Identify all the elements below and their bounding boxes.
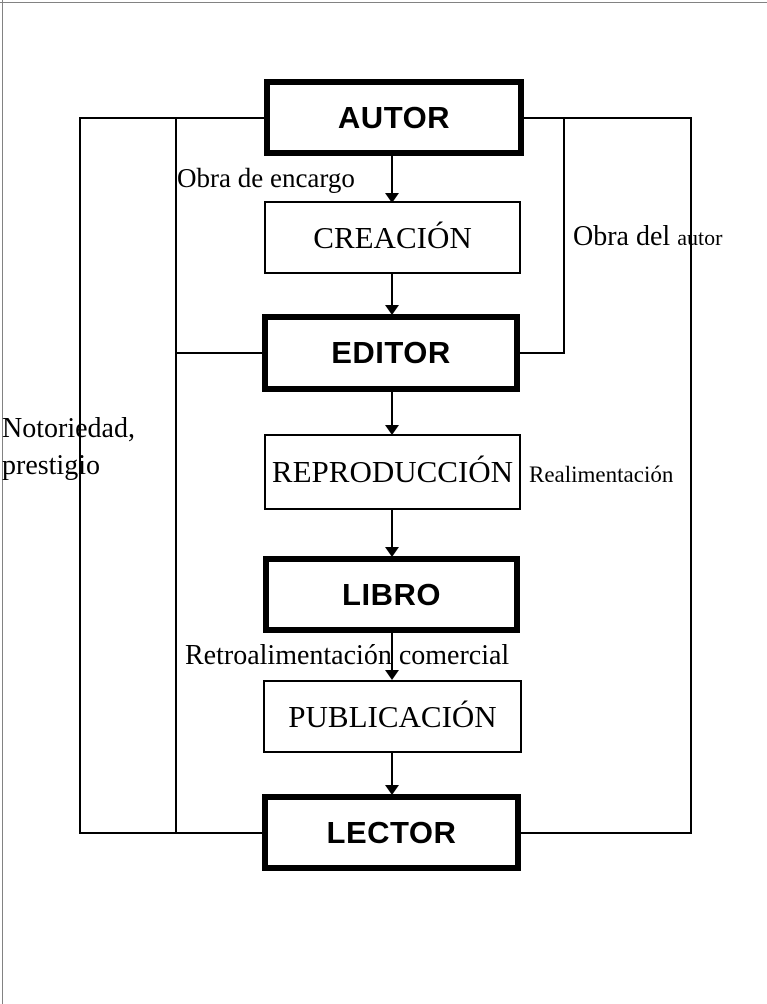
connector-lector-left-horizontal xyxy=(79,832,264,834)
arrow-publicacion-to-lector xyxy=(385,753,399,795)
node-lector: LECTOR xyxy=(262,794,521,871)
connector-editor-left-horizontal xyxy=(175,352,264,354)
arrowhead-down-icon xyxy=(385,425,399,435)
arrow-libro-to-publicacion xyxy=(385,633,399,680)
connector-lector-right-horizontal xyxy=(521,832,692,834)
connector-autor-left-horizontal xyxy=(79,117,266,119)
node-libro: LIBRO xyxy=(263,556,520,633)
label-obra-del-autor-small: autor xyxy=(677,225,723,250)
arrow-creacion-to-editor xyxy=(385,274,399,315)
connector-autor-right-horizontal xyxy=(524,117,691,119)
connector-left-inner-vertical xyxy=(175,117,177,834)
label-notoriedad-line1: Notoriedad, xyxy=(2,413,135,444)
node-autor: AUTOR xyxy=(264,79,524,156)
connector-left-outer-vertical xyxy=(79,117,81,834)
node-reproduccion: REPRODUCCIÓN xyxy=(264,434,521,510)
arrow-autor-to-creacion xyxy=(385,156,399,203)
label-obra-del-autor: Obra del autor xyxy=(573,221,722,253)
label-notoriedad-line2: prestigio xyxy=(2,450,100,481)
arrowhead-down-icon xyxy=(385,547,399,557)
connector-right-outer-vertical xyxy=(690,117,692,834)
connector-right-inner-vertical xyxy=(563,117,565,354)
arrowhead-down-icon xyxy=(385,670,399,680)
label-retroalimentacion-comercial: Retroalimentación comercial xyxy=(185,640,510,671)
node-editor: EDITOR xyxy=(262,314,520,392)
node-publicacion: PUBLICACIÓN xyxy=(263,680,522,753)
arrowhead-down-icon xyxy=(385,193,399,203)
node-creacion: CREACIÓN xyxy=(264,201,521,274)
page-top-border xyxy=(0,2,767,3)
arrow-editor-to-reproduccion xyxy=(385,392,399,435)
arrowhead-down-icon xyxy=(385,785,399,795)
arrow-reproduccion-to-libro xyxy=(385,510,399,557)
label-notoriedad-prestigio: Notoriedad, prestigio xyxy=(2,410,172,484)
label-realimentacion: Realimentación xyxy=(529,462,674,487)
connector-editor-right-horizontal xyxy=(520,352,565,354)
label-obra-de-encargo: Obra de encargo xyxy=(177,163,355,193)
arrowhead-down-icon xyxy=(385,305,399,315)
page-left-border xyxy=(2,0,3,1004)
label-obra-del-text: Obra del xyxy=(573,221,671,252)
